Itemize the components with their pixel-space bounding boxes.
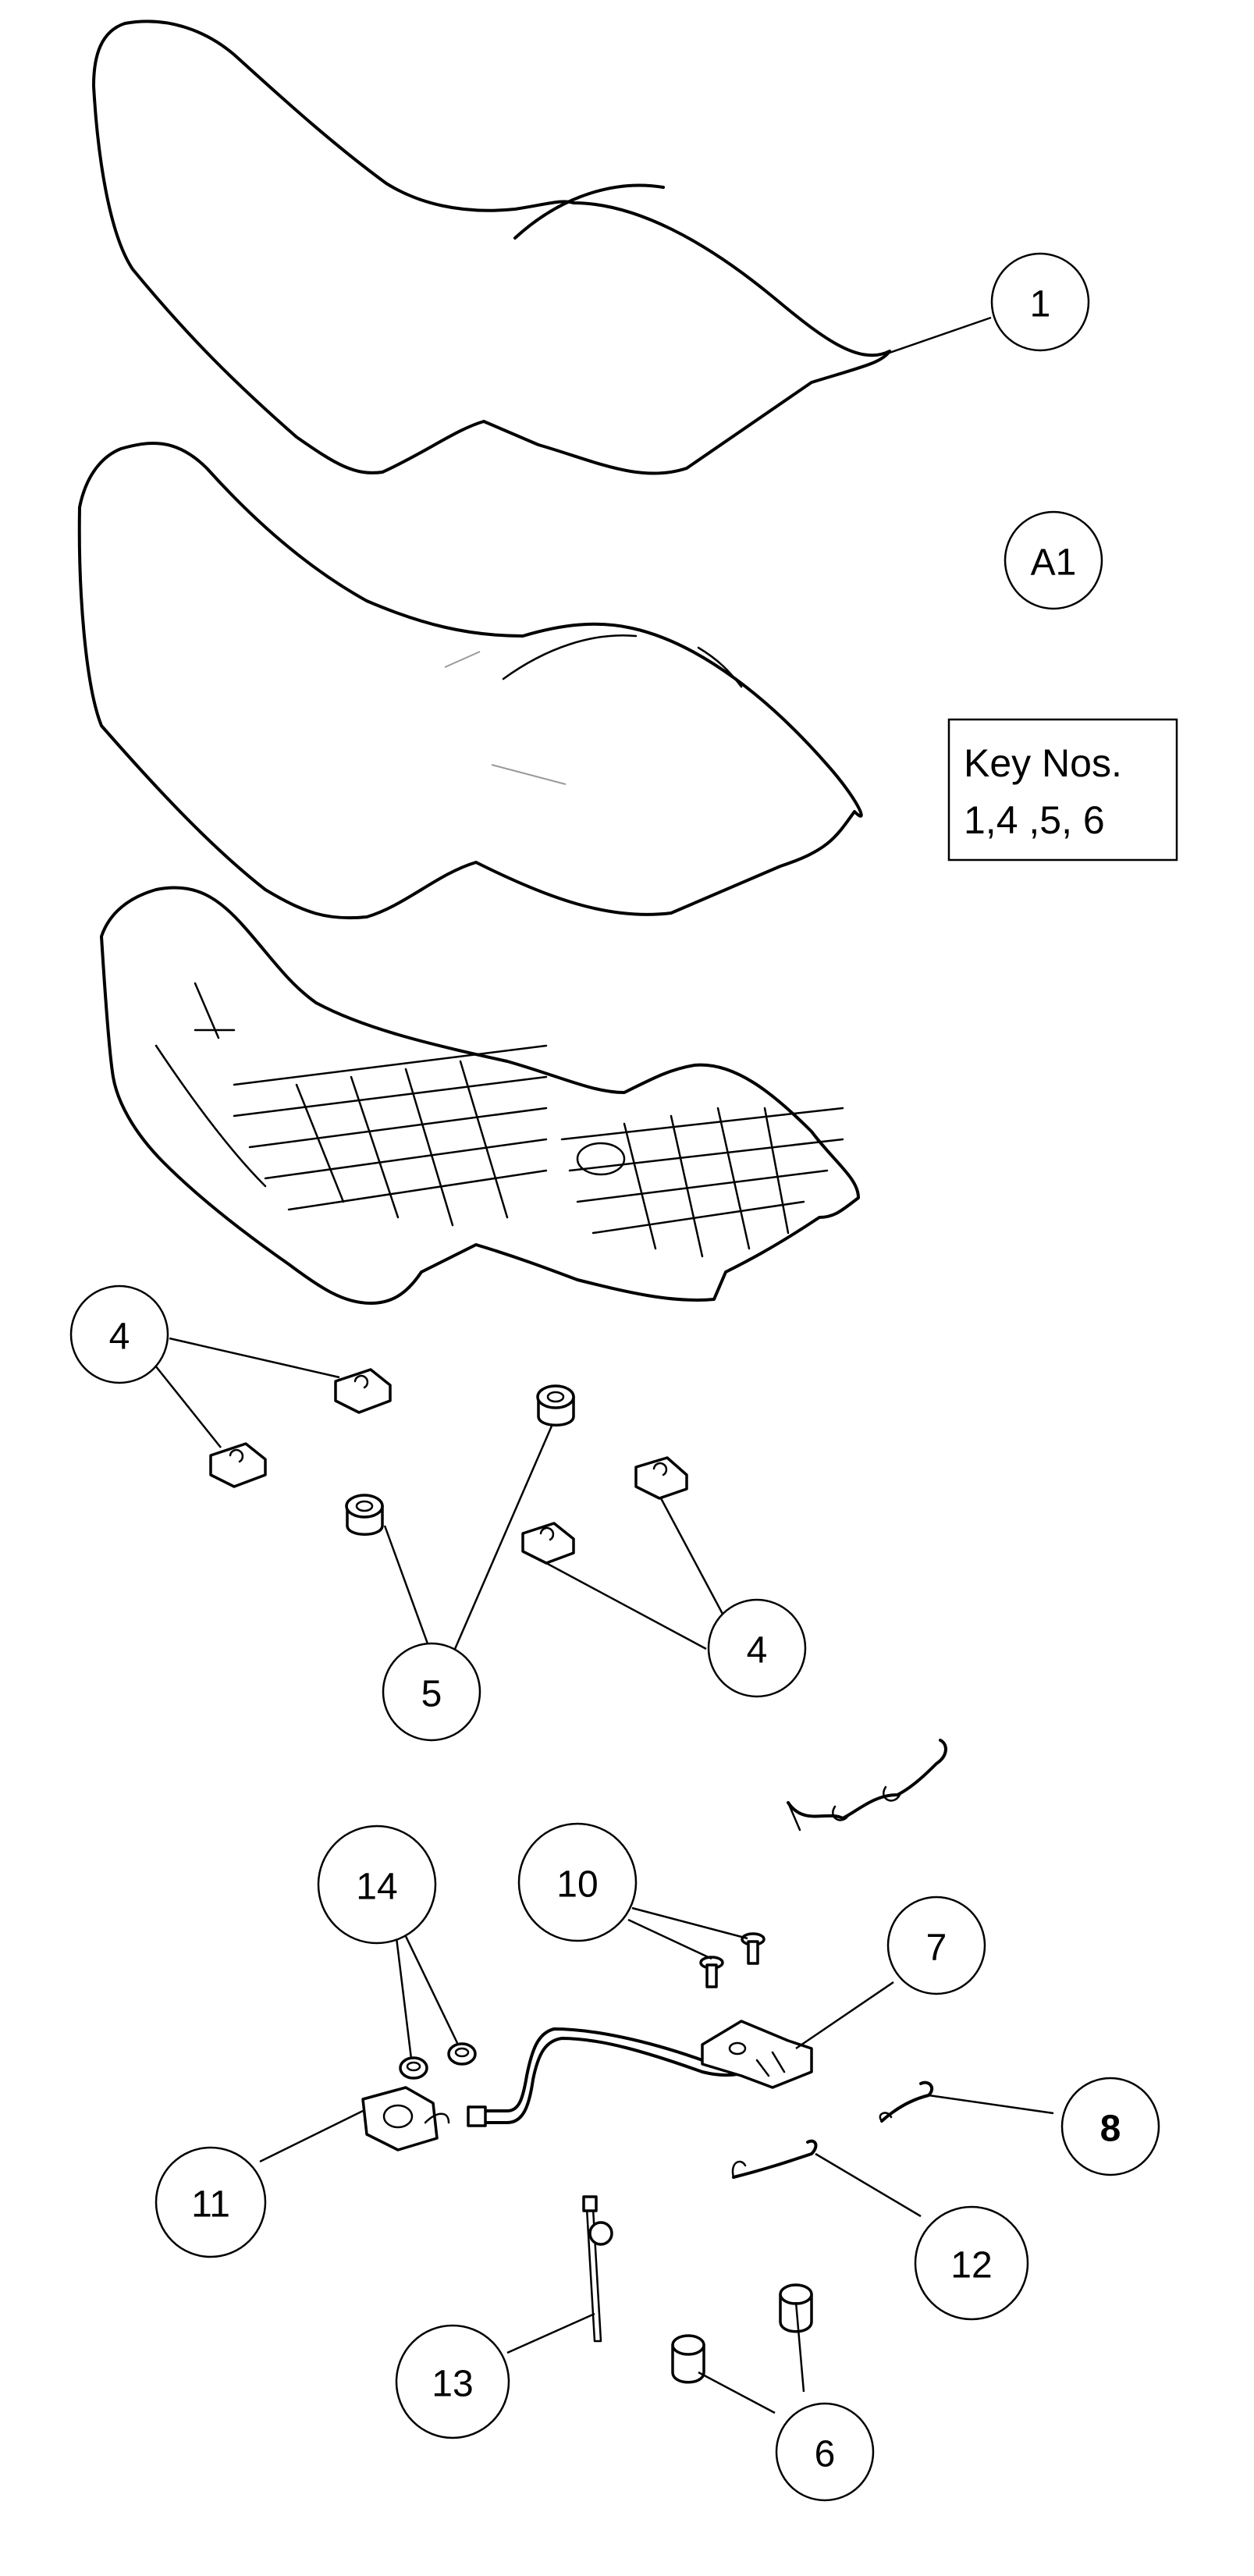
callout-11-label: 11 xyxy=(191,2184,230,2226)
bolt-part-10-a xyxy=(741,1932,766,1965)
callout-6: 6 xyxy=(775,2402,875,2502)
callout-10-label: 10 xyxy=(556,1864,598,1906)
key-numbers-box: Key Nos. 1,4 ,5, 6 xyxy=(947,718,1178,862)
clip-part-4-b xyxy=(209,1442,267,1488)
bolt-part-10-b xyxy=(699,1956,724,1988)
callout-14-label: 14 xyxy=(356,1867,397,1908)
seat-cushion-part-1 xyxy=(92,20,891,475)
clip-part-4-a xyxy=(334,1368,392,1414)
bumper-part-5-b xyxy=(345,1494,384,1536)
callout-6-label: 6 xyxy=(815,2434,836,2475)
callout-12: 12 xyxy=(914,2205,1029,2321)
callout-4-right-label: 4 xyxy=(747,1630,768,1672)
callout-10: 10 xyxy=(517,1822,638,1942)
clip-part-4-c xyxy=(634,1456,688,1500)
callout-5-label: 5 xyxy=(421,1674,442,1715)
callout-A1-label: A1 xyxy=(1031,542,1077,584)
latch-cable-assembly xyxy=(467,2020,813,2127)
callout-8: 8 xyxy=(1060,2077,1160,2176)
spring-part xyxy=(787,1739,947,1832)
callout-11: 11 xyxy=(155,2146,267,2258)
callout-4-right: 4 xyxy=(707,1598,807,1698)
callout-1: 1 xyxy=(990,252,1090,352)
seat-cover-part-A1 xyxy=(77,441,863,920)
callout-A1: A1 xyxy=(1004,510,1103,610)
nut-part-14-a xyxy=(399,2056,428,2080)
spring-part-12 xyxy=(731,2139,818,2179)
callout-7-label: 7 xyxy=(926,1928,947,1969)
callout-14: 14 xyxy=(317,1825,437,1945)
callout-4-left-label: 4 xyxy=(109,1316,130,1358)
bumper-part-6-a xyxy=(779,2283,813,2333)
bracket-part-11 xyxy=(361,2086,450,2151)
callout-4-left: 4 xyxy=(69,1284,169,1384)
key-box-line-2: 1,4 ,5, 6 xyxy=(964,798,1105,842)
cable-tie-part-13 xyxy=(582,2195,613,2343)
callout-1-label: 1 xyxy=(1030,284,1051,325)
leader-lines xyxy=(151,316,1054,2414)
callout-13: 13 xyxy=(395,2324,510,2439)
nut-part-14-b xyxy=(447,2042,477,2066)
bumper-part-6-b xyxy=(671,2334,705,2384)
callout-5: 5 xyxy=(382,1642,481,1742)
callout-8-label: 8 xyxy=(1100,2109,1121,2150)
callout-7: 7 xyxy=(886,1896,986,1995)
clip-part-4-d xyxy=(521,1522,575,1565)
key-box-line-1: Key Nos. xyxy=(964,741,1122,785)
bumper-part-5-a xyxy=(536,1384,575,1427)
seat-pan xyxy=(100,886,860,1305)
callout-12-label: 12 xyxy=(950,2245,992,2286)
callout-13-label: 13 xyxy=(432,2364,473,2405)
spring-part-8 xyxy=(879,2080,934,2123)
